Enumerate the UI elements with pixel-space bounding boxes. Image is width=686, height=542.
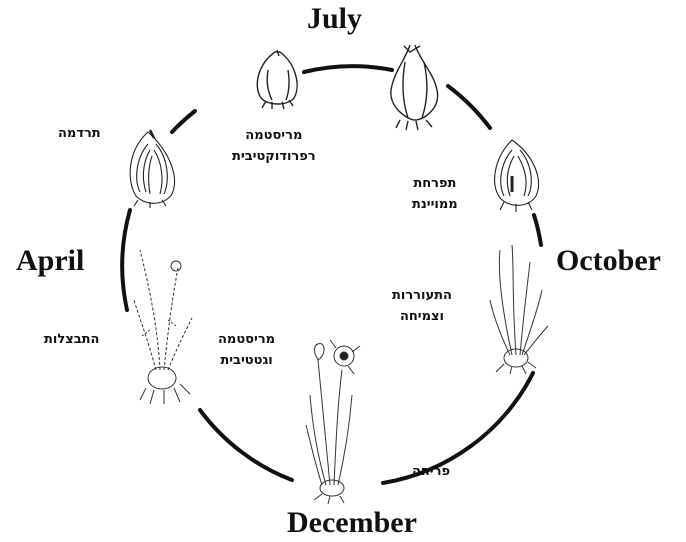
stage-label-floral-differentiation: תפרחת ממויינת	[412, 174, 458, 216]
stage-label-vegetative-meristem-line-1: מריסטמה	[218, 330, 275, 351]
cycle-arc-top-left	[172, 111, 195, 132]
stage-label-reproductive-meristem-line-1: מריסטמה	[232, 126, 316, 147]
month-label-december: December	[287, 508, 417, 538]
sprouting-plant-illustration	[490, 245, 548, 374]
stage-label-bulb-formation: התבצלות	[44, 330, 99, 351]
stage-label-bulb-formation-text: התבצלות	[44, 330, 99, 351]
cycle-arc-bottom-left	[200, 410, 292, 480]
stage-label-floral-differentiation-line-2: ממויינת	[412, 195, 458, 216]
cycle-circle	[122, 66, 541, 483]
month-label-october: October	[556, 246, 661, 276]
stage-label-awakening-sprouting-line-2: וצמיחה	[392, 307, 452, 328]
stage-label-awakening-sprouting: התעוררות וצמיחה	[392, 286, 452, 328]
stage-label-dormancy: תרדמה	[58, 124, 101, 145]
stage-label-awakening-sprouting-line-1: התעוררות	[392, 286, 452, 307]
sprouting-bulb-illustration	[391, 45, 438, 130]
cycle-arc-right-upper	[534, 215, 541, 245]
stage-label-flowering: פריחה	[412, 462, 450, 483]
layered-bulb-left-illustration	[130, 130, 174, 208]
dormant-bulb-illustration	[257, 50, 297, 109]
stage-label-reproductive-meristem-line-2: רפרודוקטיבית	[232, 147, 316, 168]
month-label-july: July	[307, 4, 362, 34]
stage-label-reproductive-meristem: מריסטמה רפרודוקטיבית	[232, 126, 316, 168]
month-label-april: April	[16, 246, 84, 276]
cycle-arc-top	[304, 66, 392, 72]
layered-bulb-right-illustration	[495, 140, 539, 212]
cycle-arc-left	[122, 210, 130, 310]
bulb-forming-plant-illustration	[134, 250, 192, 404]
stage-label-vegetative-meristem-line-2: וגטטיבית	[218, 351, 275, 372]
stage-label-dormancy-text: תרדמה	[58, 124, 101, 145]
stage-label-floral-differentiation-line-1: תפרחת	[412, 174, 458, 195]
stage-label-vegetative-meristem: מריסטמה וגטטיבית	[218, 330, 275, 372]
cycle-arc-right-lower	[383, 373, 533, 483]
flowering-plant-illustration	[306, 340, 360, 504]
cycle-arc-top-right	[448, 86, 490, 128]
stage-label-flowering-text: פריחה	[412, 462, 450, 483]
